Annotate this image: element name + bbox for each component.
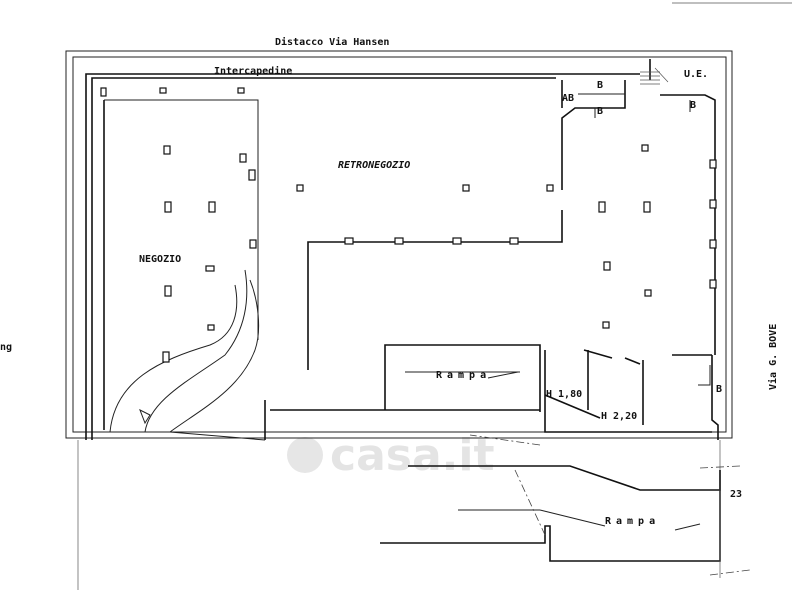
bath-label: B (716, 384, 722, 395)
lower-ramp (77, 434, 751, 590)
interior-walls (307, 80, 712, 386)
columns (100, 87, 717, 363)
antebath-label: AB (562, 93, 574, 104)
stairs-icon (640, 67, 669, 85)
shop-label: NEGOZIO (139, 254, 181, 265)
bath-label: B (597, 80, 603, 91)
exit-label: U.E. (684, 69, 708, 80)
lower-ramp-label: Rampa (605, 516, 660, 527)
bath-label: B (597, 106, 603, 117)
left-cut-label: ng (0, 342, 12, 353)
outer-walls (65, 50, 733, 440)
bath-label: B (690, 100, 696, 111)
shop-room (103, 99, 260, 433)
back-shop-label: RETRONEGOZIO (338, 160, 410, 171)
top-street-label: Distacco Via Hansen (275, 36, 389, 48)
height-label: H 1,80 (546, 389, 582, 400)
gap-label: Intercapedine (214, 65, 292, 77)
height-label: H 2,20 (601, 411, 637, 422)
upper-ramp-label: Rampa (436, 370, 491, 381)
dimension-label: 23 (730, 489, 742, 500)
upper-ramp (169, 344, 712, 441)
right-street-label: Via G. BOVE (767, 324, 779, 390)
